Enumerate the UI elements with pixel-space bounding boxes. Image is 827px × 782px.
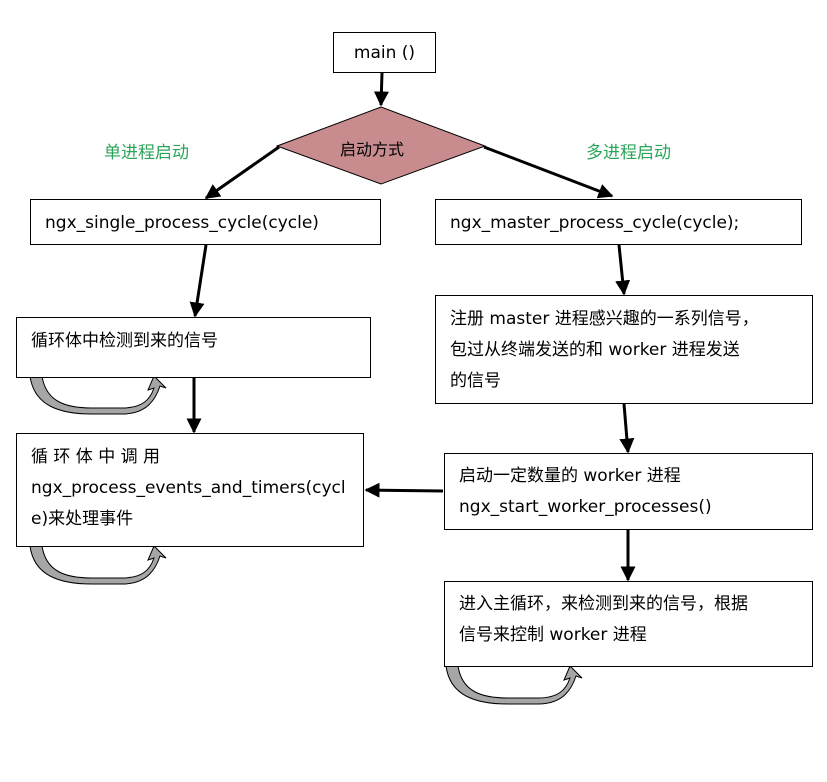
register-line-3: 的信号 <box>450 371 501 391</box>
decision-diamond <box>275 106 487 185</box>
main-loop-node: 进入主循环，来检测到来的信号，根据 信号来控制 worker 进程 <box>444 581 813 667</box>
loop-detect-signal-node: 循环体中检测到来的信号 <box>16 317 371 378</box>
register-line-2: 包过从终端发送的和 worker 进程发送 <box>450 340 740 360</box>
start-workers-node: 启动一定数量的 worker 进程 ngx_start_worker_proce… <box>444 453 813 530</box>
loop-arrow-3 <box>445 665 583 705</box>
loop-call-line-3: e)来处理事件 <box>31 509 134 529</box>
multi-process-label: 多进程启动 <box>586 143 671 163</box>
single-process-cycle-text: ngx_single_process_cycle(cycle) <box>45 213 319 233</box>
register-signals-node: 注册 master 进程感兴趣的一系列信号， 包过从终端发送的和 worker … <box>435 295 813 404</box>
main-loop-line-2: 信号来控制 worker 进程 <box>459 625 647 645</box>
register-line-1: 注册 master 进程感兴趣的一系列信号， <box>450 309 759 329</box>
start-workers-line-2: ngx_start_worker_processes() <box>459 497 712 517</box>
loop-arrow-2 <box>29 545 167 585</box>
master-process-cycle-node: ngx_master_process_cycle(cycle); <box>435 199 802 245</box>
arrow-single-to-detect <box>189 244 208 318</box>
decision-label: 启动方式 <box>340 140 405 159</box>
arrow-register-to-start <box>619 403 635 454</box>
arrow-main-to-decision <box>373 72 389 107</box>
master-process-cycle-text: ngx_master_process_cycle(cycle); <box>450 213 740 233</box>
loop-arrow-1 <box>29 375 167 415</box>
arrow-master-to-register <box>615 244 631 296</box>
loop-call-line-1: 循 环 体 中 调 用 <box>31 447 161 467</box>
start-workers-line-1: 启动一定数量的 worker 进程 <box>459 466 681 486</box>
loop-call-line-2: ngx_process_events_and_timers(cycl <box>31 478 346 498</box>
arrow-decision-to-single <box>204 145 280 200</box>
arrow-decision-to-master <box>483 145 614 199</box>
main-loop-line-1: 进入主循环，来检测到来的信号，根据 <box>459 594 748 614</box>
single-process-cycle-node: ngx_single_process_cycle(cycle) <box>30 199 381 245</box>
arrow-start-to-call <box>364 482 444 498</box>
main-node: main () <box>333 32 436 73</box>
single-process-label: 单进程启动 <box>104 143 189 163</box>
loop-process-events-node: 循 环 体 中 调 用 ngx_process_events_and_timer… <box>16 433 364 547</box>
loop-detect-signal-text: 循环体中检测到来的信号 <box>31 331 218 351</box>
main-node-text: main () <box>353 43 416 63</box>
